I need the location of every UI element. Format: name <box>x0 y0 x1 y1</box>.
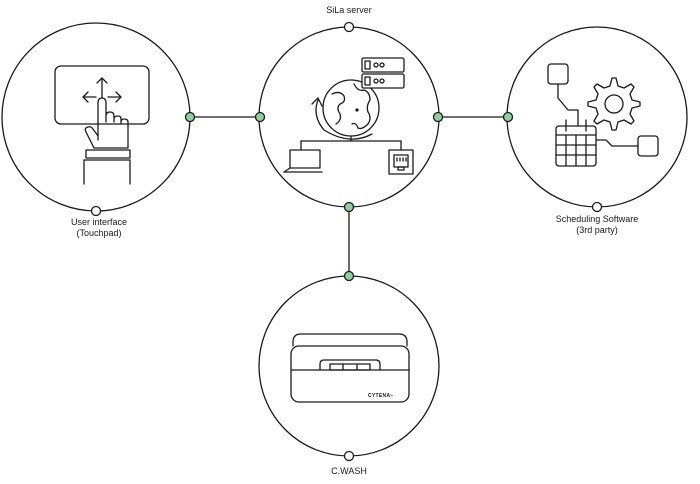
user-interface-label-line1: User interface <box>70 217 128 227</box>
touchpad-hand-icon <box>54 65 150 185</box>
port-dot-user-interface <box>90 205 102 217</box>
user-interface-label: User interface (Touchpad) <box>71 217 127 239</box>
user-interface-node-circle <box>1 22 191 212</box>
connector-dot-server-right <box>432 111 444 123</box>
gear-calendar-icon <box>547 63 659 167</box>
connector-dot-server-left <box>254 111 266 123</box>
globe-server-icon <box>283 57 414 175</box>
sila-server-label: SiLa server <box>326 5 372 16</box>
scheduling-software-label-line1: Scheduling Software <box>555 214 639 224</box>
connector-dot-cwash-top <box>343 270 355 282</box>
washer-device-icon <box>290 333 410 403</box>
port-dot-scheduling-software <box>591 201 603 213</box>
connector-dot-ui-right <box>184 111 196 123</box>
user-interface-label-line2: (Touchpad) <box>76 228 122 238</box>
scheduling-software-label-line2: (3rd party) <box>576 225 618 235</box>
connector-dot-server-bottom <box>343 201 355 213</box>
cwash-node-circle <box>258 275 440 457</box>
sila-server-label-text: SiLa server <box>326 5 372 15</box>
sila-server-node-circle <box>258 26 440 208</box>
port-dot-sila-server <box>343 21 355 33</box>
port-dot-cwash <box>343 450 355 462</box>
device-brand-chevron-icon: » <box>390 393 393 399</box>
device-brand-text: CYTENA <box>368 393 390 399</box>
connector-dot-scheduling-left <box>502 111 514 123</box>
cwash-label: C.WASH <box>331 466 367 477</box>
cwash-label-text: C.WASH <box>331 466 367 476</box>
scheduling-software-label: Scheduling Software (3rd party) <box>556 214 639 236</box>
